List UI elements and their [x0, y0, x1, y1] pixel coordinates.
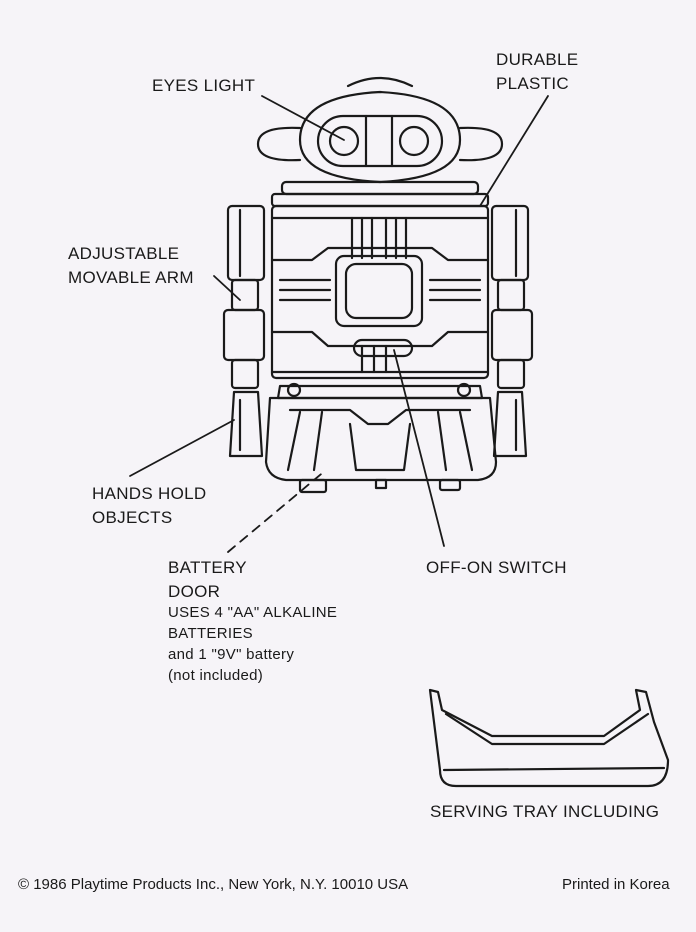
eye-lights [328, 125, 430, 157]
battery-door-graphic [298, 478, 328, 494]
battery-info: USES 4 "AA" ALKALINE BATTERIES and 1 "9V… [168, 602, 337, 686]
durable-plastic-label: DURABLE PLASTIC [496, 48, 578, 96]
serving-tray-label: SERVING TRAY INCLUDING [430, 802, 660, 821]
adjustable-arm-line-2: MOVABLE ARM [68, 268, 194, 287]
serving-tray [428, 688, 670, 788]
chest-screen [334, 254, 424, 328]
hands-hold-line-1: HANDS HOLD [92, 484, 207, 503]
printed-in-text: Printed in Korea [562, 876, 670, 893]
off-on-switch-label: OFF-ON SWITCH [426, 558, 567, 577]
copyright-text: © 1986 Playtime Products Inc., New York,… [18, 876, 409, 893]
durable-plastic-line-2: PLASTIC [496, 74, 569, 93]
robot-base [264, 382, 498, 494]
battery-info-line-4: (not included) [168, 667, 264, 684]
hands-hold-line-2: OBJECTS [92, 508, 173, 527]
left-eye [328, 125, 360, 157]
robot-neck [270, 180, 490, 208]
right-eye [398, 125, 430, 157]
leader-lines [129, 95, 549, 553]
switch-graphic [352, 338, 414, 358]
durable-plastic-line-1: DURABLE [496, 50, 579, 69]
battery-door-label: BATTERY DOOR [168, 556, 247, 604]
battery-door-line-2: DOOR [168, 582, 221, 601]
battery-info-line-2: BATTERIES [168, 625, 253, 642]
battery-info-line-3: and 1 "9V" battery [168, 646, 295, 663]
hands-hold-label: HANDS HOLD OBJECTS [92, 482, 206, 530]
robot-head [256, 76, 504, 184]
robot-torso [270, 204, 490, 380]
left-arm [222, 204, 266, 458]
adjustable-arm-line-1: ADJUSTABLE [68, 244, 180, 263]
battery-info-line-1: USES 4 "AA" ALKALINE [168, 604, 338, 621]
adjustable-arm-label: ADJUSTABLE MOVABLE ARM [68, 242, 194, 290]
battery-door-line-1: BATTERY [168, 558, 247, 577]
right-arm [490, 204, 534, 458]
eyes-light-label: EYES LIGHT [152, 76, 256, 95]
